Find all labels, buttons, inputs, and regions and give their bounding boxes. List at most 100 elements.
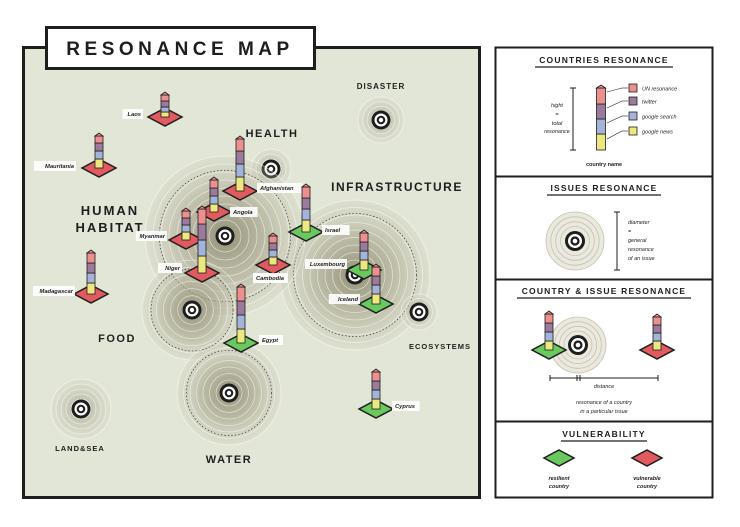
country-label: Angola <box>232 210 253 216</box>
bar-segment <box>209 203 219 213</box>
issue-center-dot <box>78 406 84 412</box>
legend-swatch-google_search <box>628 111 638 121</box>
bar-segment <box>359 250 369 261</box>
issue-ring <box>400 293 438 331</box>
country-marker-afghanistan: Afghanistan <box>221 135 303 201</box>
bar-segment <box>235 176 245 192</box>
legend-title-issues: ISSUES RESONANCE <box>550 183 657 193</box>
country-label: Madagascar <box>39 289 73 295</box>
bar-segment <box>359 232 369 243</box>
bar-cap <box>85 249 97 254</box>
distance-label: distance <box>594 384 615 390</box>
legend-circle-ring <box>545 211 605 271</box>
legend-key-label: google search <box>642 115 677 121</box>
bar-segment <box>652 316 662 326</box>
legend-key-label: UN resonance <box>642 87 677 93</box>
country-label: Mauritania <box>45 164 75 170</box>
bar-segment <box>371 284 381 295</box>
issue-label-habitat: HABITAT <box>75 220 144 235</box>
bar-segment <box>94 135 104 144</box>
title-box <box>45 26 316 70</box>
country-label-bg <box>34 161 76 171</box>
legend-leader-line <box>606 87 623 93</box>
country-marker-israel: Israel <box>287 183 350 242</box>
resilient-label-1: resilient <box>548 476 570 482</box>
diameter-note-4: resonance <box>628 247 654 253</box>
legend-circle-ring <box>560 226 590 256</box>
country-marker-mauritania: Mauritania <box>34 132 118 178</box>
issue-circle-land_sea <box>50 378 112 440</box>
height-note-3: total <box>552 121 563 127</box>
bar-segment <box>236 300 246 316</box>
country-marker-legend-far <box>638 313 676 360</box>
bar-segment <box>235 138 245 152</box>
legend-ci-target-dot <box>575 342 581 348</box>
issue-label-infrastructure: INFRASTRUCTURE <box>331 180 463 194</box>
legend-ci-ring <box>558 325 598 365</box>
issue-ring <box>317 237 393 313</box>
country-label-bg <box>33 286 75 296</box>
legend-leader-line <box>606 115 623 124</box>
bar-segment <box>236 328 246 344</box>
country-marker-legend-near <box>530 310 568 360</box>
legend-circle-ring <box>550 216 600 266</box>
legend-panel-vulnerability <box>494 420 714 499</box>
bar-cap <box>267 232 279 237</box>
country-label: Luxembourg <box>310 262 346 268</box>
bar-segment <box>160 111 170 118</box>
country-marker-cyprus: Cyprus <box>357 368 420 419</box>
diameter-note-1: diameter <box>628 220 651 226</box>
country-marker-cambodia: Cambodia <box>253 232 292 283</box>
issue-ring <box>209 373 249 413</box>
issue-center-dot <box>378 117 384 123</box>
vulnerable-label-2: country <box>637 484 658 490</box>
bar-segment <box>301 219 311 233</box>
legend-countries-body: hight = total resonance UN resonancetwit… <box>544 83 677 168</box>
bar-segment <box>359 259 369 271</box>
issue-ring <box>357 96 405 144</box>
bar-segment <box>268 256 278 266</box>
legend-title-vulnerability: VULNERABILITY <box>562 429 646 439</box>
bar-segment <box>268 249 278 258</box>
bar-cap <box>300 183 312 188</box>
issue-circle-ecosystems <box>400 293 438 331</box>
country-label-bg <box>230 207 258 217</box>
bar-segment <box>160 106 170 113</box>
bar-segment <box>197 223 207 241</box>
issue-center-dot <box>416 309 422 315</box>
bar-segment <box>371 293 381 305</box>
bar-segment <box>94 150 104 160</box>
country-label: Cyprus <box>395 404 416 410</box>
legend-sample-bar <box>595 84 607 151</box>
bar-segment <box>235 150 245 165</box>
country-label: Myanmar <box>140 234 166 240</box>
bar-segment <box>371 275 381 286</box>
issue-circle-food <box>141 259 243 361</box>
bar-segment <box>371 398 381 410</box>
legend-panel-issues <box>494 175 714 281</box>
issue-ring <box>202 366 256 420</box>
bar-segment <box>652 332 662 342</box>
issue-label-disaster: DISASTER <box>357 82 405 91</box>
bar-segment <box>544 313 554 324</box>
bar-segment <box>301 208 311 221</box>
issue-center-dot <box>222 233 228 239</box>
legend-ci-ring <box>563 330 593 360</box>
height-note-1: hight <box>551 103 563 109</box>
issue-ring <box>55 383 107 435</box>
bar-segment <box>181 224 191 233</box>
legend-country-issue-body: distance resonance of a country in a par… <box>530 310 676 415</box>
bar-cap <box>651 313 663 318</box>
vulnerable-diamond-icon <box>630 449 664 467</box>
bar-segment <box>652 340 662 351</box>
legend-issues-body: diameter = general resonance of an issue <box>545 211 655 271</box>
diameter-note-3: general <box>628 238 647 244</box>
issue-ring <box>70 398 92 420</box>
bar-segment <box>94 142 104 152</box>
legend-leader-line <box>606 100 623 109</box>
bar-cap <box>208 176 220 181</box>
legend-ci-graphics <box>530 310 676 374</box>
legend-bar-cap <box>595 84 607 89</box>
issue-label-human: HUMAN <box>81 203 139 218</box>
resilient-diamond-icon <box>542 449 576 467</box>
